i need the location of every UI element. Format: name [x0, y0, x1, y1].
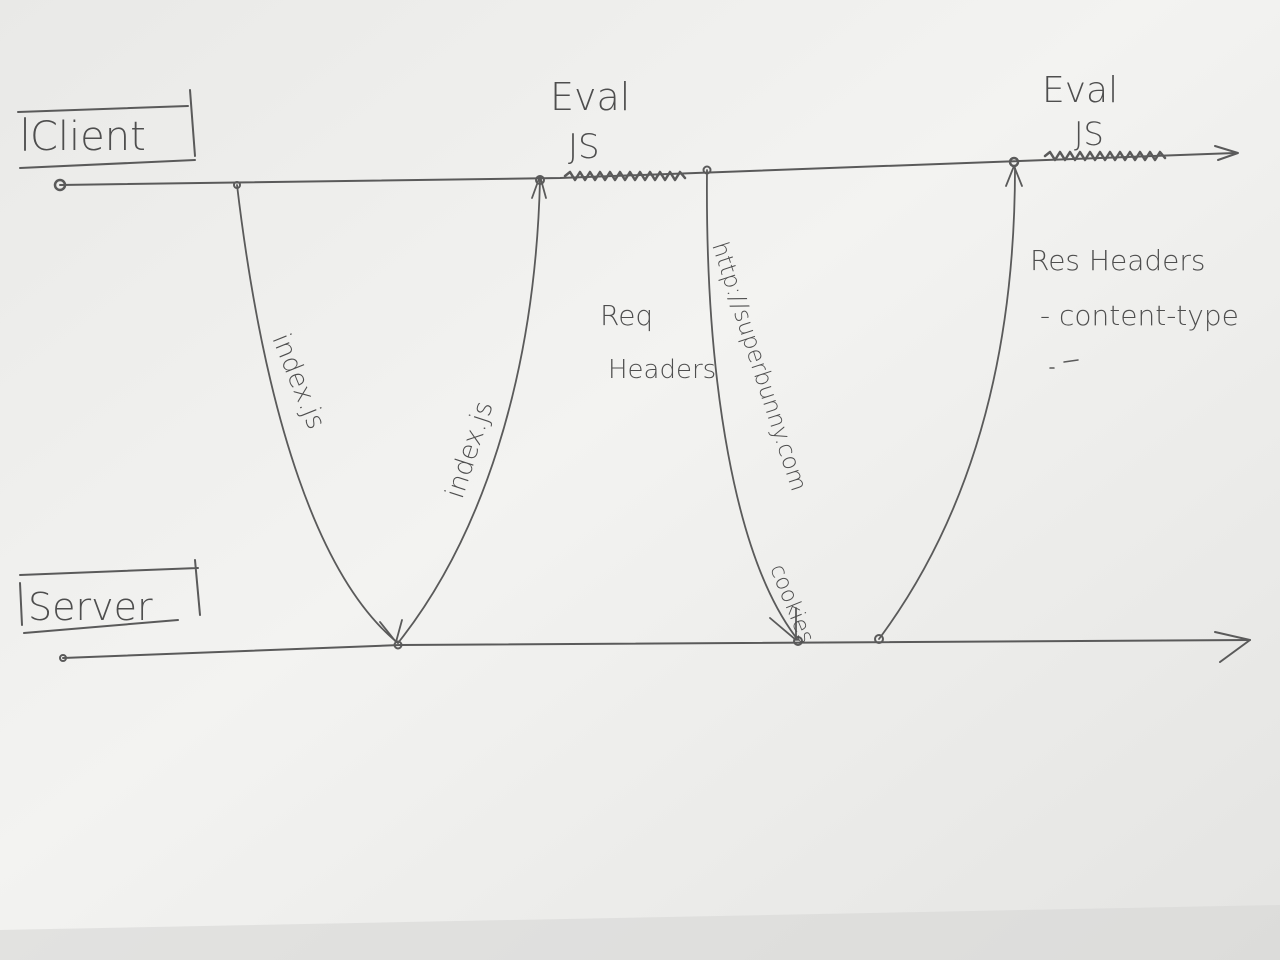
client-label: Client: [30, 114, 146, 160]
eval-js-2-activity: [1043, 150, 1167, 162]
response-arrow-2: [874, 156, 1023, 644]
req-headers-line2: Headers: [608, 355, 716, 385]
server-box: Server: [19, 559, 201, 634]
res-headers-ellipsis: [1049, 359, 1079, 369]
eval-js-1-activity: [563, 170, 687, 182]
request-arrow-2: [702, 165, 803, 646]
server-timeline: [59, 631, 1251, 663]
eval-js-2-line1: Eval: [1042, 70, 1118, 111]
paper-shadow-edge: [0, 905, 1280, 960]
client-box: Client: [17, 89, 196, 169]
request-arrow-1: [233, 181, 403, 650]
server-label: Server: [28, 585, 153, 629]
eval-js-1-line2: JS: [568, 127, 600, 167]
req-headers-line1: Req: [600, 299, 653, 332]
res-headers-line1: Res Headers: [1030, 244, 1205, 277]
eval-js-2-line2: JS: [1074, 115, 1104, 153]
res-headers-line2: - content-type: [1040, 299, 1239, 332]
response-arrow-1: [397, 175, 547, 644]
eval-js-1-line1: Eval: [550, 75, 630, 119]
